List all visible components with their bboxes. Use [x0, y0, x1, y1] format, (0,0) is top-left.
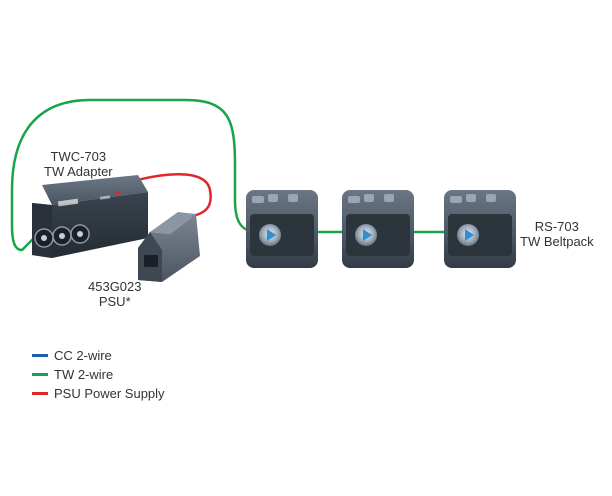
tw-cable-loop: [10, 98, 260, 252]
psu-label: 453G023 PSU*: [88, 279, 142, 309]
legend-swatch-psu: [32, 392, 48, 395]
psu-cable: [118, 173, 212, 220]
legend-label-psu: PSU Power Supply: [54, 386, 165, 401]
adapter-label: TWC-703 TW Adapter: [44, 149, 113, 179]
psu-453g023: [138, 212, 200, 282]
adapter-name: TWC-703: [50, 149, 107, 164]
legend-item-cc-2-wire: CC 2-wire: [32, 346, 165, 365]
rs-703-beltpack-1: [246, 190, 318, 268]
legend-item-tw-2-wire: TW 2-wire: [32, 365, 165, 384]
rs-703-beltpack-3: [444, 190, 516, 268]
rs-703-beltpack-2: [342, 190, 414, 268]
legend-label-tw: TW 2-wire: [54, 367, 114, 382]
adapter-desc: TW Adapter: [44, 164, 113, 179]
psu-model: 453G023: [88, 279, 142, 294]
legend-label-cc: CC 2-wire: [54, 348, 112, 363]
psu-desc: PSU*: [98, 294, 131, 309]
legend-swatch-tw: [32, 373, 48, 376]
twc-703-adapter: [32, 175, 148, 258]
beltpack-name: RS-703: [534, 219, 579, 234]
legend-swatch-cc: [32, 354, 48, 357]
beltpack-desc: TW Beltpack: [520, 234, 594, 249]
legend-item-psu-power-supply: PSU Power Supply: [32, 384, 165, 403]
beltpack-label: RS-703 TW Beltpack: [520, 219, 594, 249]
legend: CC 2-wire TW 2-wire PSU Power Supply: [32, 346, 165, 403]
